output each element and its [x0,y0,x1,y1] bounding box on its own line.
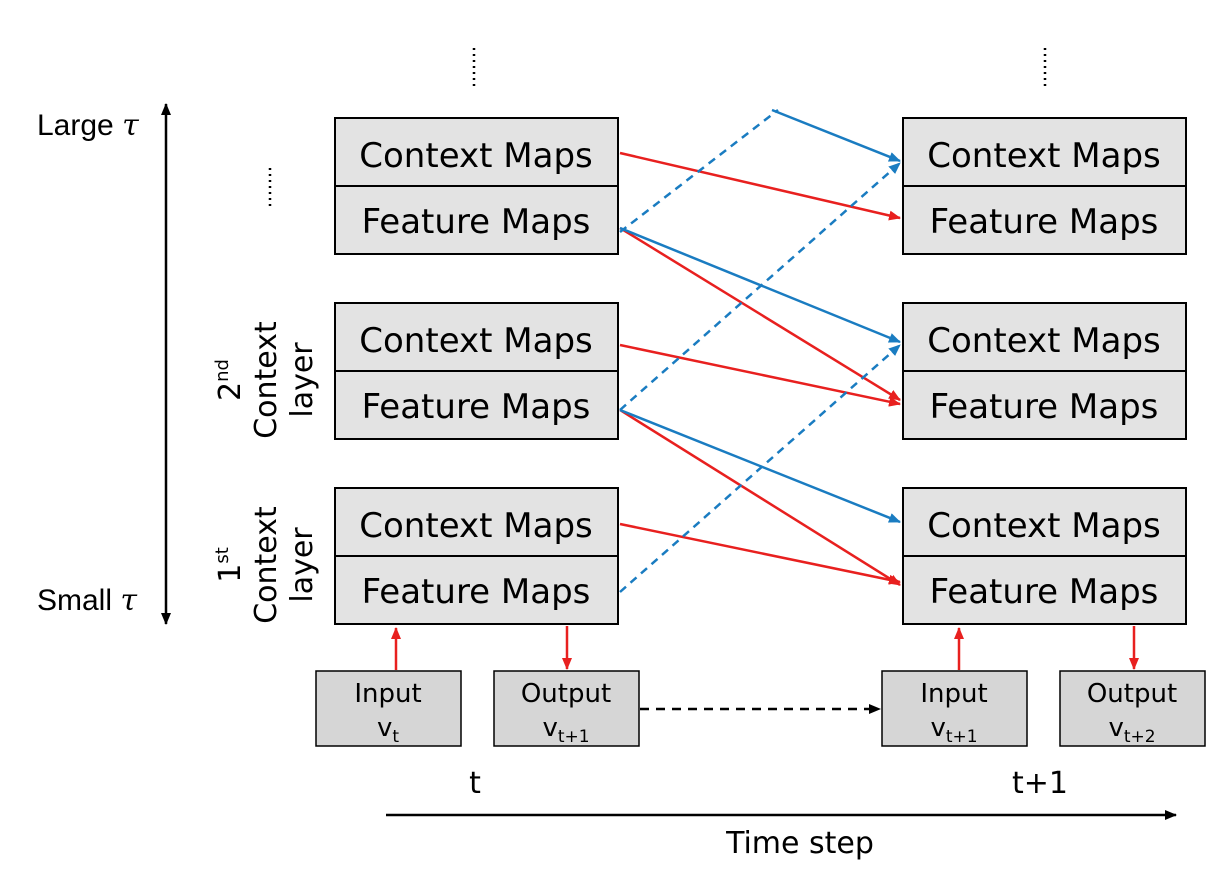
blue-arrow-from-above-to-top-context [771,108,901,163]
blue-arrow-second-feature-to-context [619,408,901,524]
right-top-layer: Context Maps Feature Maps [902,117,1187,255]
time-t-label: t [469,766,481,801]
svg-text:Context: Context [249,506,284,624]
second-context-layer-label: 2nd Context layer [212,321,320,439]
svg-text:2nd: 2nd [212,359,248,401]
time-axis-label: Time step [725,826,874,861]
left-first-layer: Context Maps Feature Maps [334,487,619,625]
time-t1-label: t+1 [1012,766,1068,801]
feature-maps-label: Feature Maps [930,572,1159,612]
red-arrow-first-context-to-feature [619,522,901,585]
red-arrow-second-context-to-feature [619,343,901,407]
left-top-context-maps [334,117,619,187]
output-var: vt+1 [542,713,589,747]
left-first-context-maps [334,487,619,557]
feature-maps-label: Feature Maps [362,202,591,242]
context-maps-label: Context Maps [359,321,592,361]
blue-dashed-second-feature-up [619,162,901,411]
output-label: Output [521,679,611,709]
left-second-context-maps [334,302,619,372]
right-second-feature-maps [902,370,1187,440]
svg-text:Context: Context [249,321,284,439]
first-context-layer-label: 1st Context layer [212,506,320,624]
context-maps-label: Context Maps [927,136,1160,176]
right-second-layer: Context Maps Feature Maps [902,302,1187,440]
large-tau-label: Large τ [37,108,139,143]
right-first-context-maps [902,487,1187,557]
red-arrow-top-context-to-feature [619,151,901,221]
output-t1-box: Output vt+2 [1059,670,1206,747]
output-var: vt+2 [1108,713,1155,747]
output-t-box: Output vt+1 [493,670,640,747]
left-top-layer: Context Maps Feature Maps [334,117,619,255]
feature-maps-label: Feature Maps [362,387,591,427]
right-top-feature-maps [902,185,1187,255]
left-second-layer: Context Maps Feature Maps [334,302,619,440]
right-first-layer: Context Maps Feature Maps [902,487,1187,625]
red-arrow-second-feature-down [619,408,901,587]
blue-dashed-top-feature-up [619,109,779,233]
input-label: Input [920,679,987,709]
context-maps-label: Context Maps [359,506,592,546]
right-first-feature-maps [902,555,1187,625]
feature-maps-label: Feature Maps [930,202,1159,242]
svg-text:layer: layer [285,527,320,603]
input-t-box: Input vt [315,670,462,747]
context-maps-label: Context Maps [927,506,1160,546]
input-var: vt+1 [930,713,977,747]
feature-maps-label: Feature Maps [930,387,1159,427]
right-top-context-maps [902,117,1187,187]
red-arrow-top-feature-down [619,226,901,402]
small-tau-label: Small τ [37,583,137,618]
input-t1-box: Input vt+1 [881,670,1028,747]
context-maps-label: Context Maps [927,321,1160,361]
left-top-feature-maps [334,185,619,255]
input-var: vt [377,713,399,747]
svg-text:layer: layer [285,342,320,418]
context-maps-label: Context Maps [359,136,592,176]
left-second-feature-maps [334,370,619,440]
blue-dashed-first-feature-up [619,344,901,593]
svg-text:1st: 1st [212,547,248,583]
input-label: Input [354,679,421,709]
output-label: Output [1087,679,1177,709]
left-first-feature-maps [334,555,619,625]
feature-maps-label: Feature Maps [362,572,591,612]
